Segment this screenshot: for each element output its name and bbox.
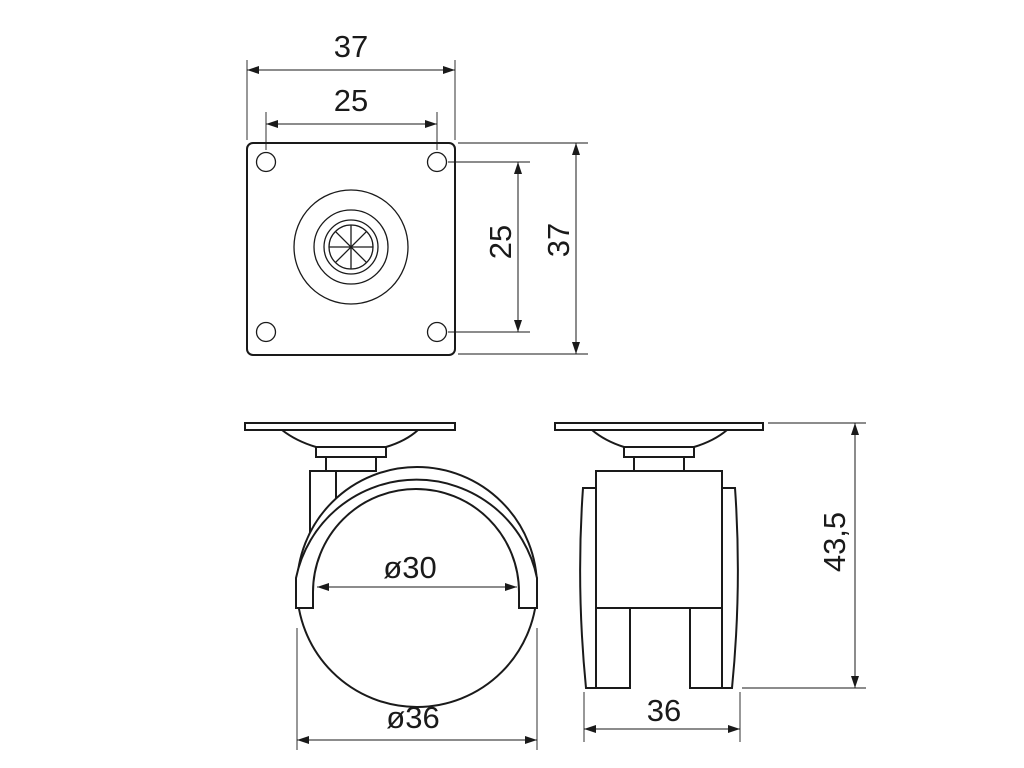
- wheel-hood: [295, 478, 538, 609]
- swivel-outer-ring: [293, 189, 409, 305]
- dimension-label-wheel-width: 36: [647, 693, 681, 728]
- front-kingpin: [623, 446, 695, 458]
- front-wheel-left: [579, 487, 597, 689]
- side-swivel-housing: [279, 429, 421, 448]
- mounting-hole-top-right: [426, 151, 448, 173]
- side-plate: [244, 422, 456, 431]
- side-kingpin: [315, 446, 387, 458]
- front-fork-leg-right: [689, 607, 723, 689]
- dimension-plate-height: 37: [458, 142, 588, 355]
- dimension-label-total-height: 43,5: [817, 512, 852, 572]
- dimension-total-height: 43,5: [742, 422, 866, 689]
- swivel-inner-ring: [323, 219, 379, 275]
- dimension-hole-spacing-v: 25: [448, 161, 530, 333]
- front-fork-leg-left: [595, 607, 631, 689]
- dimension-label-wheel-outer: ø36: [386, 700, 439, 735]
- hub-spokes: [329, 225, 373, 269]
- front-fork-body: [595, 470, 723, 609]
- dimension-label-hole-spacing-v: 25: [483, 225, 518, 259]
- front-swivel-housing: [589, 429, 730, 448]
- side-stem: [325, 456, 377, 472]
- mounting-hole-bottom-right: [426, 321, 448, 343]
- dimension-label-wheel-inner: ø30: [383, 550, 436, 585]
- dimension-wheel-outer: ø36: [296, 628, 538, 750]
- mounting-hole-bottom-left: [255, 321, 277, 343]
- dimension-label-hole-spacing-h: 25: [334, 83, 368, 118]
- dimension-plate-width: 37: [246, 29, 456, 140]
- top-view: [246, 142, 456, 356]
- dimension-label-plate-height: 37: [541, 223, 576, 257]
- dimension-wheel-inner: ø30: [317, 550, 517, 591]
- front-wheel-right: [721, 487, 739, 689]
- front-view: [554, 422, 764, 689]
- dimension-wheel-width: 36: [583, 692, 741, 742]
- dimension-hole-spacing-h: 25: [265, 83, 438, 150]
- front-stem: [633, 456, 685, 472]
- swivel-mid-ring: [313, 209, 389, 285]
- mounting-hole-top-left: [255, 151, 277, 173]
- dimension-label-plate-width: 37: [334, 29, 368, 64]
- front-plate: [554, 422, 764, 431]
